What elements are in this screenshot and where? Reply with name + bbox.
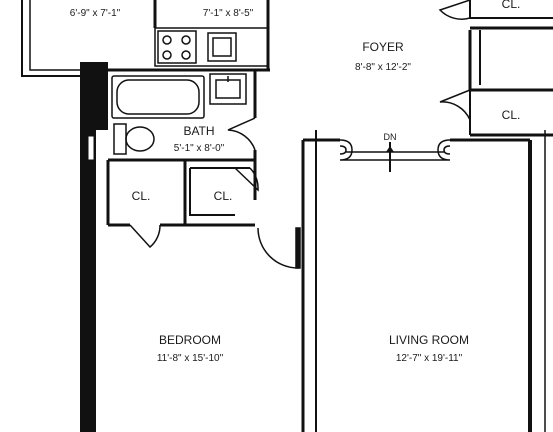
foyer-dim: 8'-8" x 12'-2" [355,62,411,73]
bedroom-label: BEDROOM [159,333,221,347]
labels: 6'-9" x 7'-1" 7'-1" x 8'-5" FOYER 8'-8" … [70,0,521,364]
toilet-tank-icon [113,123,127,155]
stairs-down-label: DN [384,132,397,142]
stair-rail [339,139,451,172]
living-room-label: LIVING ROOM [389,333,469,347]
bath-sink-icon [209,73,247,105]
bathtub-icon [111,75,205,119]
walls [21,0,553,432]
toilet-icon [125,126,155,152]
closet-right-label: CL. [502,108,521,122]
kitchen-counter [154,27,269,67]
kitchen-sink-icon [207,32,237,62]
closet-bath-left-label: CL. [132,189,151,203]
kitchen-dim: 7'-1" x 8'-5" [203,8,254,19]
closet-bath-right-label: CL. [214,189,233,203]
down-arrow-icon [386,146,394,152]
stove-icon [157,30,197,64]
closet-door-icon [129,224,161,249]
bath-dim: 5'-1" x 8'-0" [174,143,225,154]
living-room-dim: 12'-7" x 19'-11" [396,353,463,364]
doors [129,0,471,269]
closet-top-right-label: CL. [502,0,521,11]
bedroom-dim: 11'-8" x 15'-10" [157,353,224,364]
foyer-label: FOYER [362,40,404,54]
bath-door-icon [227,117,256,151]
top-left-room-dim: 6'-9" x 7'-1" [70,8,121,19]
bedroom-door-icon [257,227,299,269]
exterior-wall [80,62,108,432]
bath-fixtures [111,73,247,155]
bath-label: BATH [183,124,214,138]
